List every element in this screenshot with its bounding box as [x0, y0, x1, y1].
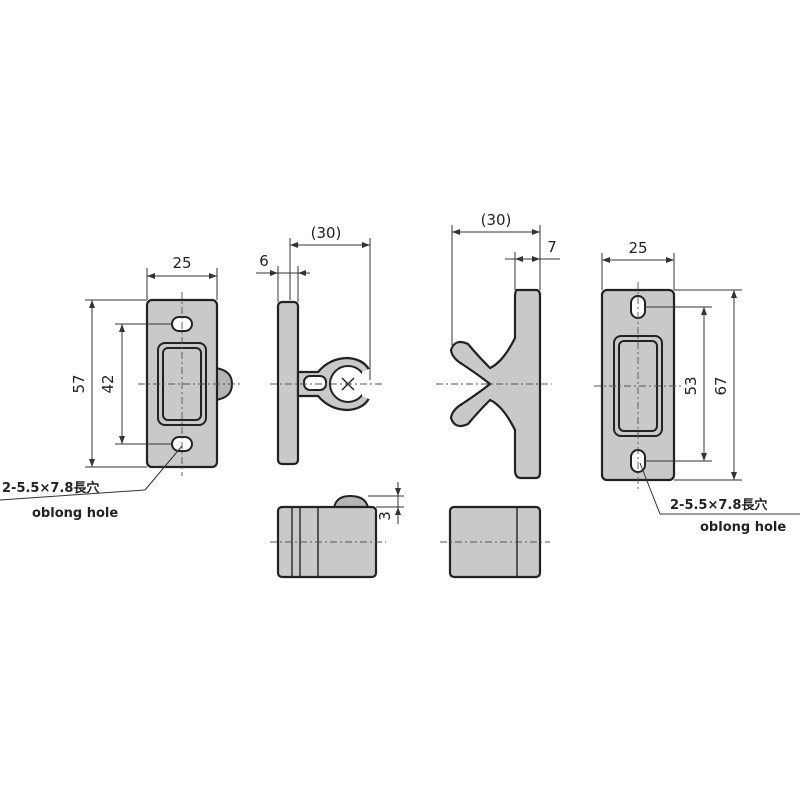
catch-bottom-view: [270, 494, 386, 579]
strike-bottom-view: [440, 505, 550, 579]
catch-protrusion-label: 3: [376, 511, 394, 521]
catch-thickness-dimension: 6: [256, 252, 310, 302]
strike-width-dimension: 25: [601, 239, 675, 290]
catch-depth-label: (30): [311, 224, 342, 242]
strike-thickness-label: 7: [547, 238, 557, 256]
catch-height-label: 57: [70, 374, 88, 393]
strike-depth-label: (30): [481, 211, 512, 229]
catch-bottom-roller: [332, 494, 370, 509]
strike-hole-label: oblong hole: [700, 520, 786, 535]
catch-side-view: [270, 300, 382, 466]
strike-pitch-label: 53: [682, 376, 700, 395]
catch-hole-callout: 2-5.5×7.8長穴 oblong hole: [0, 445, 183, 521]
catch-side-slot: [303, 375, 327, 391]
strike-side-view: [436, 288, 552, 480]
catch-width-dimension: 25: [146, 254, 218, 300]
catch-protrusion-dimension: 3: [368, 482, 404, 524]
catch-hole-spec: 2-5.5×7.8長穴: [2, 480, 99, 496]
strike-hole-callout: 2-5.5×7.8長穴 oblong hole: [639, 462, 800, 535]
strike-front-view: [594, 282, 682, 490]
strike-pitch-dimension: 53: [645, 306, 712, 462]
catch-pitch-dimension: 42: [99, 323, 172, 445]
strike-hole-spec: 2-5.5×7.8長穴: [670, 497, 767, 513]
strike-depth-dimension: (30): [451, 211, 541, 345]
strike-height-label: 67: [712, 376, 730, 395]
strike-width-label: 25: [628, 239, 647, 257]
catch-side-plate: [276, 300, 300, 466]
catch-thickness-label: 6: [259, 252, 269, 270]
catch-roller-gap: [362, 366, 376, 402]
catch-front-view: [138, 292, 240, 476]
strike-height-dimension: 67: [674, 289, 742, 481]
catch-width-label: 25: [172, 254, 191, 272]
strike-thickness-dimension: 7: [505, 238, 560, 290]
catch-depth-dimension: (30): [289, 224, 371, 380]
strike-side-body: [449, 288, 542, 480]
catch-height-dimension: 57: [70, 299, 147, 468]
catch-hole-label: oblong hole: [32, 506, 118, 521]
catch-pitch-label: 42: [99, 374, 117, 393]
